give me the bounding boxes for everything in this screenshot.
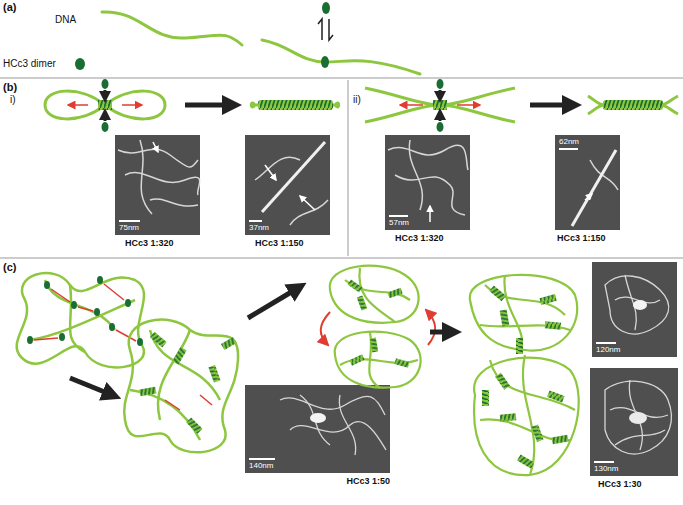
afm-image: 57nmHCc3 1:320 (385, 135, 470, 230)
ratio-caption: HCc3 1:320 (125, 238, 174, 249)
annotation-label: ii) (353, 94, 361, 106)
annotation-label: DNA (55, 14, 76, 26)
afm-image: 120nm (592, 262, 677, 357)
ratio-caption: HCc3 1:150 (557, 233, 606, 244)
scale-bar-label: 75nm (119, 223, 139, 233)
panel-label: (a) (3, 1, 16, 13)
afm-panels (115, 135, 678, 476)
scale-bar-label: 57nm (389, 218, 409, 228)
ratio-caption: HCc3 1:320 (395, 233, 444, 244)
annotation-label: HCc3 dimer (3, 58, 56, 70)
panel-label: (c) (3, 261, 16, 273)
scale-bar-label: 120nm (596, 345, 620, 355)
scale-bar-label: 37nm (249, 223, 269, 233)
scale-bar-label: 62nm (559, 137, 579, 147)
panel-label: (b) (3, 81, 17, 93)
afm-image: 140nmHCc3 1:50 (245, 385, 390, 473)
ratio-caption: HCc3 1:150 (255, 238, 304, 249)
ratio-caption: HCc3 1:50 (346, 476, 390, 487)
afm-image: 37nmHCc3 1:150 (245, 135, 330, 235)
scale-bar-label: 140nm (249, 461, 273, 471)
ratio-caption: HCc3 1:30 (598, 479, 642, 490)
afm-image: 75nmHCc3 1:320 (115, 135, 200, 235)
afm-image: 130nmHCc3 1:30 (590, 368, 678, 476)
scale-bar-label: 130nm (594, 464, 618, 474)
afm-image: 62nmHCc3 1:150 (555, 135, 620, 230)
annotation-label: i) (10, 94, 16, 106)
